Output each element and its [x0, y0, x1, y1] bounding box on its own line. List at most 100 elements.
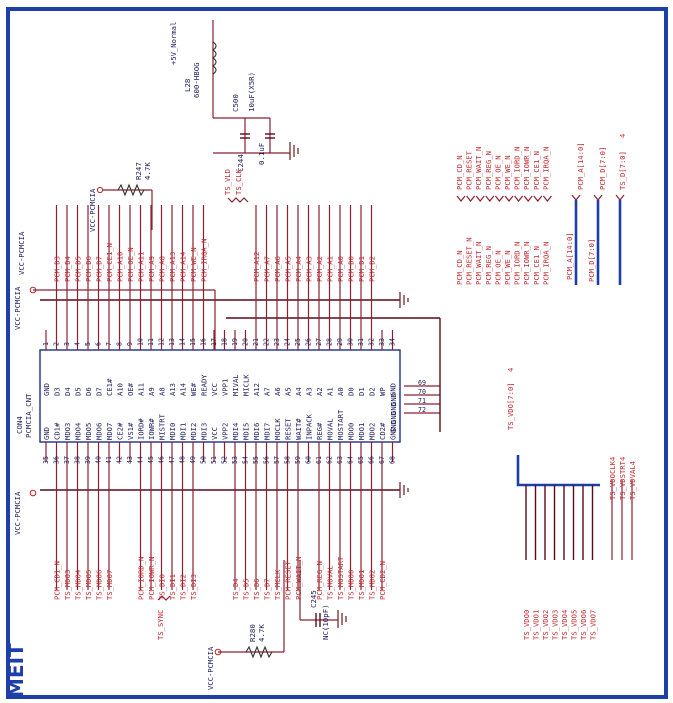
- ground-symbol-cap: [289, 142, 299, 160]
- net-list-label-lower: PCM_OE_N: [493, 250, 502, 285]
- ts-vdo-label: TS_VDO3: [551, 610, 560, 640]
- pin-name-bottom: CE2#: [116, 422, 125, 440]
- net-list-label: PCM_WAIT_N: [474, 147, 483, 190]
- net-list-label-lower: PCM_CD_N: [455, 250, 464, 285]
- net-list-label-lower: PCM_REG_N: [484, 246, 493, 285]
- net-label-top-right: PCM_A0: [336, 256, 345, 282]
- net-label-top: PCM_A13: [168, 252, 177, 282]
- ts-sync-arrow: [157, 595, 171, 601]
- pin-number-top: 15: [189, 338, 197, 346]
- net-label-bottom: TS_DI3: [189, 574, 198, 600]
- net-label-top: PCM_OE_N: [126, 247, 135, 282]
- pin-number-extra: 69: [418, 379, 426, 387]
- pin-number-top: 8: [116, 342, 124, 346]
- pin-name-top: A4: [294, 387, 303, 396]
- pin-name-bottom: MDI5: [242, 423, 251, 440]
- net-label-top: PCM_IRQA_N: [200, 239, 209, 282]
- ts-ctrl-label: TS_VDVAL4: [628, 461, 637, 500]
- pin-number-bottom: 62: [326, 456, 334, 464]
- net-label-top-right: PCM_A12: [252, 252, 261, 282]
- pin-number-bottom: 41: [105, 456, 113, 464]
- bus-arrows: [571, 194, 625, 201]
- pin-number-top: 16: [200, 338, 208, 346]
- vcc-terminal-r247: [96, 186, 104, 194]
- net-label-bottom: PCM_IOWR_N: [147, 557, 156, 600]
- net-list-label: PCM_IORD_N: [513, 147, 522, 190]
- net-label-top: PCM_D5: [74, 256, 83, 282]
- pin-number-top: 1: [42, 342, 50, 346]
- net-list-label: PCM_REG_N: [484, 151, 493, 190]
- pin-name-bottom: CD1#: [53, 422, 62, 440]
- net-list-arrow: [533, 195, 543, 202]
- net-label-bottom: TS_D5: [242, 578, 251, 600]
- pin-number-bottom: 45: [147, 456, 155, 464]
- pin-name-top: A14: [179, 383, 188, 396]
- pin-name-top: A12: [252, 383, 261, 396]
- bus-label-pcm-d-lower: PCM_D[7:0]: [587, 239, 596, 282]
- pin-name-bottom: VS1#: [126, 422, 135, 440]
- pin-name-top: D7: [95, 387, 104, 396]
- net-list-arrow: [494, 195, 504, 202]
- pin-name-top: D2: [368, 387, 377, 396]
- net-label-bottom: PCM_CD1_N: [53, 561, 62, 600]
- net-label-bottom: TS_D7: [263, 578, 272, 600]
- net-label-bottom: PCM_CD2_N: [378, 561, 387, 600]
- pin-number-bottom: 37: [63, 456, 71, 464]
- pin-name-bottom: VCC: [210, 427, 219, 440]
- pin-number-top: 19: [231, 338, 239, 346]
- net-label-bottom: TS_MDO7: [105, 570, 114, 600]
- net-label-top-right: PCM_A7: [263, 256, 272, 282]
- net-list-arrow: [523, 195, 533, 202]
- ts-ctrl-label: TS_VDSTRT4: [618, 457, 627, 500]
- pin-name-top: A3: [305, 387, 314, 396]
- ts-vdo-label: TS_VDO5: [570, 610, 579, 640]
- p5v-label: +5V_Normal: [169, 22, 178, 65]
- net-label-top-right: PCM_D1: [357, 256, 366, 282]
- net-label-top: PCM_CE1_N: [105, 243, 114, 282]
- r280-value: 4.7K: [257, 624, 266, 642]
- pin-name-top: MICLK: [242, 374, 251, 396]
- pin-name-bottom: MDO6: [95, 423, 104, 440]
- l28-inductor: [212, 41, 217, 75]
- net-label-top: PCM_D4: [63, 256, 72, 282]
- net-label-bottom: PCM_WAIT_N: [294, 557, 303, 600]
- r247-resistor: [117, 183, 145, 197]
- pin-number-top: 17: [210, 338, 218, 346]
- net-label-bottom: TS_D6: [252, 578, 261, 600]
- vcc-label-r247: VCC-PCMCIA: [88, 188, 97, 232]
- net-label-bottom: TS_DI0: [158, 574, 167, 600]
- net-label-bottom: TS_MDO3: [63, 570, 72, 600]
- pin-name-bottom: REG#: [315, 422, 324, 440]
- pin-name-top: D3: [53, 387, 62, 396]
- net-label-top: PCM_A9: [147, 256, 156, 282]
- pin-number-bottom: 67: [378, 456, 386, 464]
- vcc-label-top: VCC-PCMCIA: [13, 286, 22, 330]
- pin-number-top: 12: [158, 338, 166, 346]
- pin-name-bottom: MOCLK: [273, 418, 282, 440]
- ts-ctrl-label: TS_VDOCLK4: [608, 457, 617, 500]
- pin-number-top: 7: [105, 342, 113, 346]
- pin-number-bottom: 48: [179, 456, 187, 464]
- pin-number-top: 21: [252, 338, 260, 346]
- ground-symbol-c245: [337, 610, 347, 628]
- pin-name-top: A9: [147, 387, 156, 396]
- pin-number-top: 30: [347, 338, 355, 346]
- net-label-top-right: PCM_D0: [347, 256, 356, 282]
- pin-number-top: 14: [179, 338, 187, 346]
- r247-ref: R247: [134, 162, 143, 180]
- bus-label-ts-d: TS_D[7:0]: [618, 151, 627, 190]
- pin-number-top: 18: [221, 338, 229, 346]
- pin-name-extra: GND: [389, 420, 398, 433]
- ground-symbol-bottom: [399, 482, 409, 498]
- r247-value: 4.7K: [143, 162, 152, 180]
- pin-name-top: GND: [389, 383, 398, 396]
- net-label-top: PCM_A10: [116, 252, 125, 282]
- net-label-top-right: PCM_A4: [294, 256, 303, 282]
- pin-name-top: A13: [168, 383, 177, 396]
- net-list-label-lower: PCM_CE1_N: [532, 246, 541, 285]
- pin-name-top: A0: [336, 387, 345, 396]
- pin-name-extra: GND: [389, 402, 398, 415]
